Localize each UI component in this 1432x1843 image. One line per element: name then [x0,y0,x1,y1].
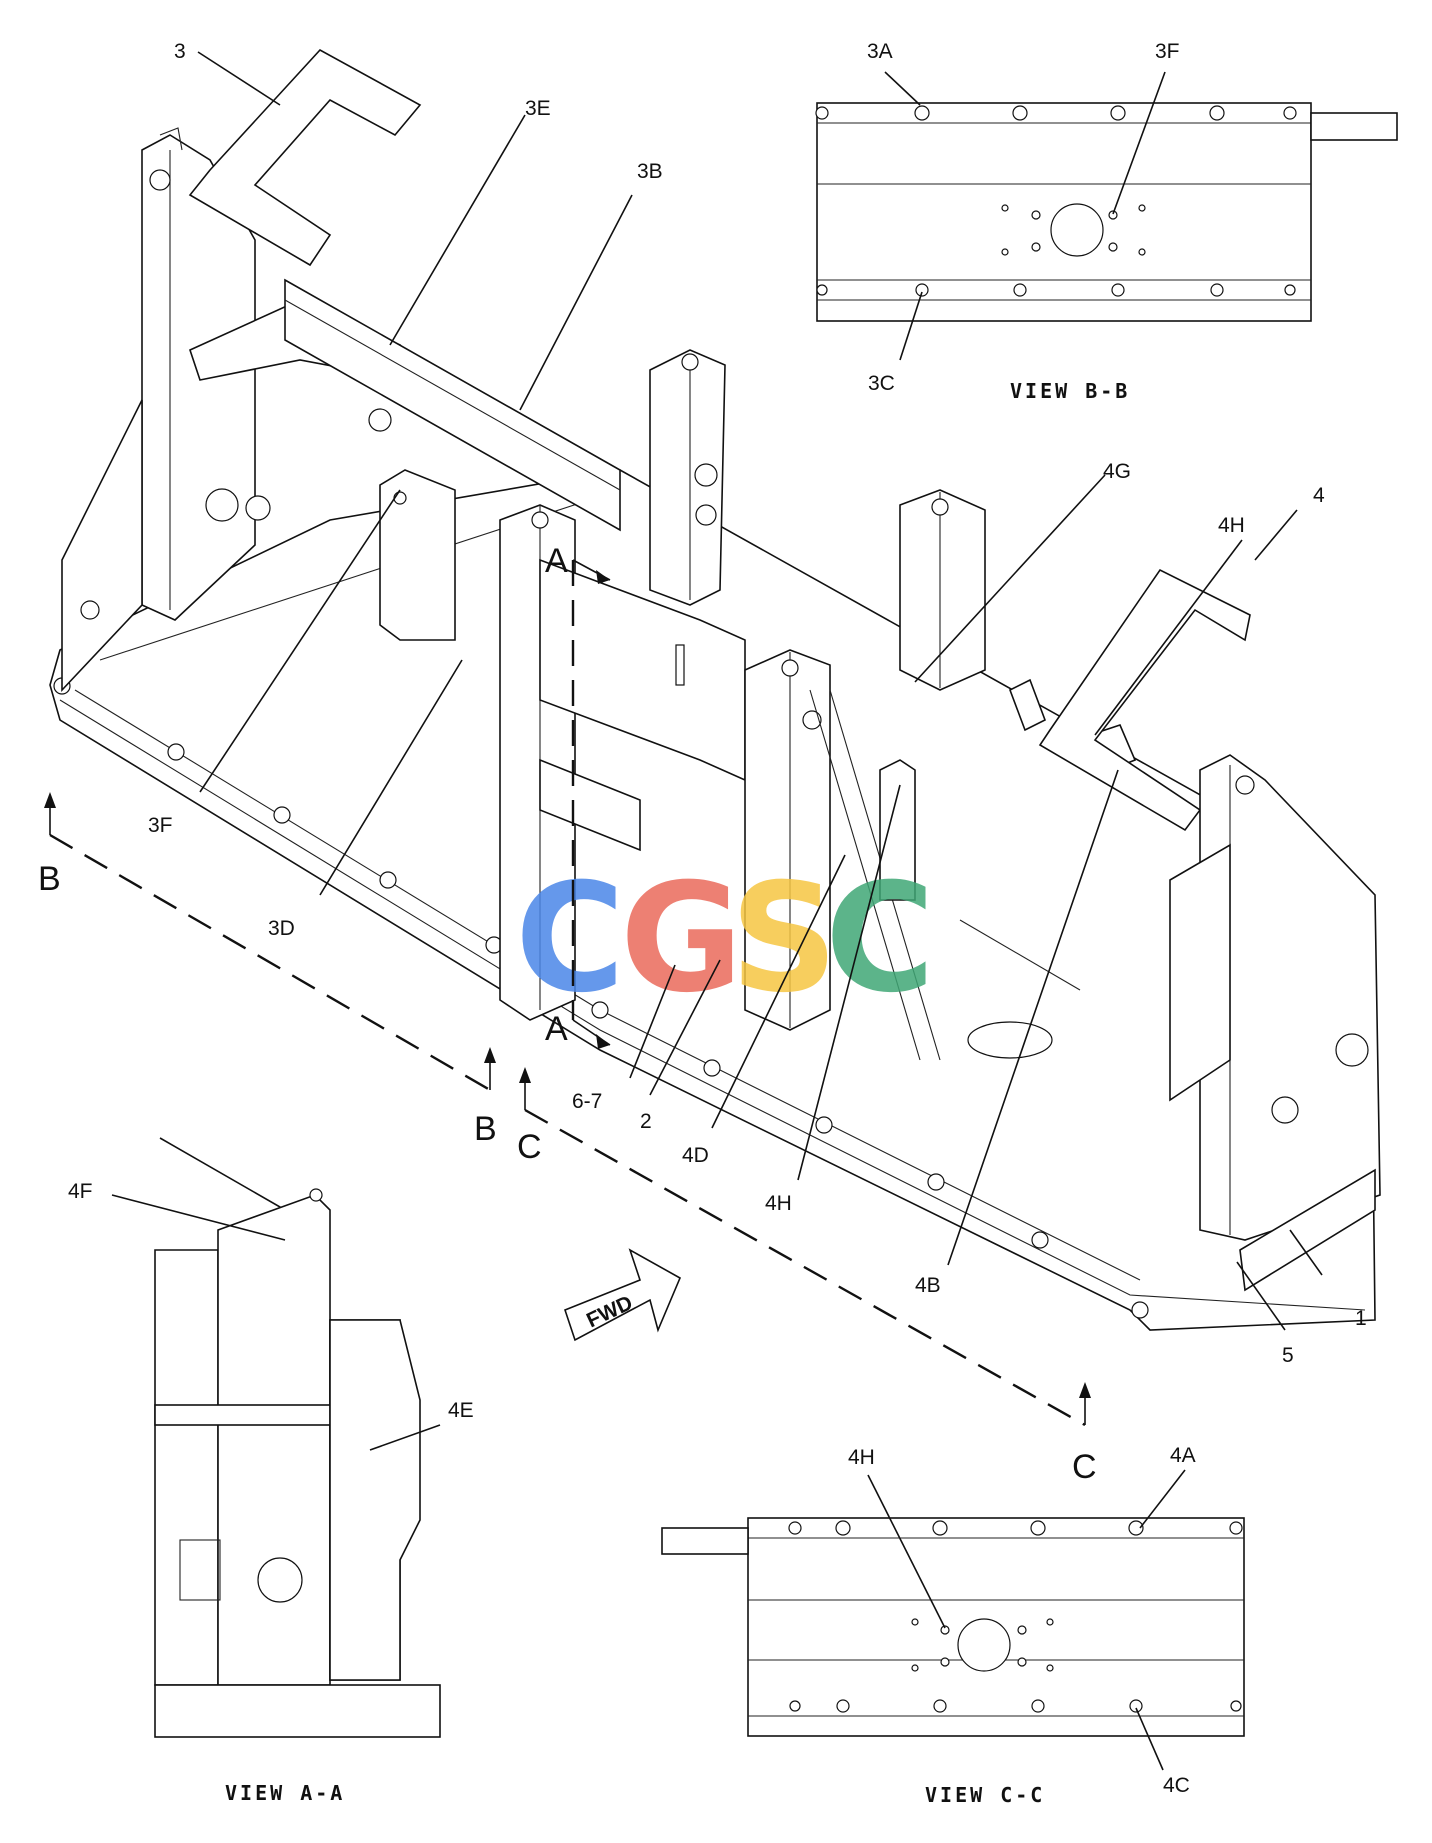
section-line-b [49,833,491,1092]
marker-a-bottom: A [545,1010,568,1048]
view-bb: 3A 3F 3C VIEW B-B [815,40,1398,403]
svg-text:C: C [825,852,935,1026]
callout-labels: 3 3E 3B 3F 3D 4G 4H 4 6-7 2 4D 4H 4B 1 5 [148,40,1367,1367]
callout-4: 4 [1313,484,1325,507]
view-aa: 4F 4E VIEW A-A [68,1137,474,1805]
marker-b-left: B [38,860,61,898]
callout-4f: 4F [68,1180,93,1203]
callout-2: 2 [640,1110,652,1133]
callout-4h-view: 4H [848,1446,875,1469]
right-upright [1199,754,1381,1241]
caption-view-aa: VIEW A-A [225,1781,345,1805]
svg-text:C: C [515,852,625,1026]
caption-view-bb: VIEW B-B [1010,379,1130,403]
view-cc: 4H 4A 4C VIEW C-C [661,1444,1245,1807]
callout-5: 5 [1282,1344,1294,1367]
section-lines [44,559,1091,1427]
callout-3f-main: 3F [148,814,173,837]
svg-text:G: G [620,852,743,1026]
marker-c-right: C [1072,1448,1097,1486]
watermark: C G S C [515,852,935,1026]
callout-6-7: 6-7 [572,1090,602,1113]
leader-lines [197,51,1323,1331]
callout-3c: 3C [868,372,895,395]
callout-3d: 3D [268,917,295,940]
fwd-arrow: FWD [564,1248,682,1342]
marker-a-top: A [545,542,568,580]
callout-4g: 4G [1103,460,1131,483]
section-line-c [524,1108,1086,1427]
marker-b-right: B [474,1110,497,1148]
callout-4c: 4C [1163,1774,1190,1797]
bracket-3 [188,48,422,267]
callout-4b: 4B [915,1274,941,1297]
marker-c-left: C [517,1128,542,1166]
callout-4d: 4D [682,1144,709,1167]
callout-3f-view: 3F [1155,40,1180,63]
callout-4h-top: 4H [1218,514,1245,537]
callout-4h-mid: 4H [765,1192,792,1215]
callout-3a: 3A [867,40,893,63]
caption-view-cc: VIEW C-C [925,1783,1045,1807]
callout-3e: 3E [525,97,551,120]
callout-3: 3 [174,40,186,63]
front-upright [744,649,831,1031]
section-markers: A A B B C C [38,542,1097,1486]
callout-3b: 3B [637,160,663,183]
svg-text:S: S [730,852,838,1026]
main-frame-assembly [49,48,1381,1331]
frame-base [49,469,1376,1331]
callout-4a: 4A [1170,1444,1196,1467]
callout-1: 1 [1355,1307,1367,1330]
callout-4e: 4E [448,1399,474,1422]
